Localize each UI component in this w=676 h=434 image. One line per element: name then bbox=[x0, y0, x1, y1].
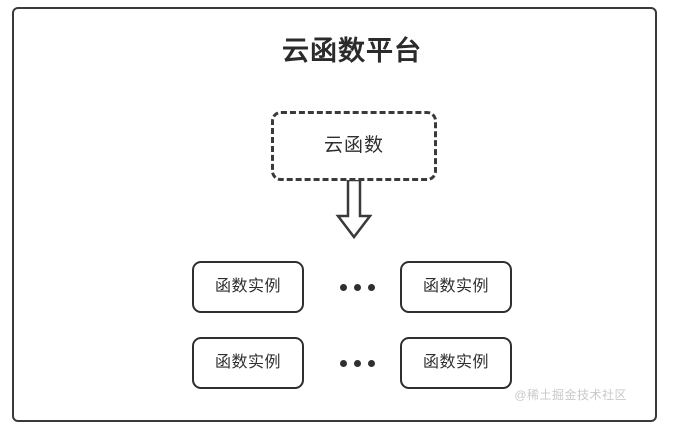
cloud-function-platform-container: 云函数平台 云函数 函数实例 函数实例 函数实例 bbox=[12, 7, 657, 422]
function-instance-box: 函数实例 bbox=[400, 261, 512, 313]
instance-row-1: 函数实例 函数实例 bbox=[14, 261, 676, 313]
cloud-function-label: 云函数 bbox=[323, 135, 384, 156]
function-instance-box: 函数实例 bbox=[192, 261, 304, 313]
ellipsis-dots-icon bbox=[325, 261, 389, 313]
instance-row-2: 函数实例 函数实例 bbox=[14, 337, 676, 389]
function-instance-label: 函数实例 bbox=[422, 278, 489, 295]
ellipsis-dots-icon bbox=[325, 337, 389, 389]
function-instance-box: 函数实例 bbox=[192, 337, 304, 389]
dot-2 bbox=[353, 359, 361, 367]
function-instance-box: 函数实例 bbox=[400, 337, 512, 389]
dot-3 bbox=[367, 283, 375, 291]
page-title: 云函数平台 bbox=[282, 36, 422, 66]
function-instance-label: 函数实例 bbox=[422, 354, 489, 371]
dot-1 bbox=[339, 283, 347, 291]
watermark: @稀土掘金技术社区 bbox=[514, 388, 627, 402]
dot-1 bbox=[339, 359, 347, 367]
function-instance-label: 函数实例 bbox=[214, 354, 281, 371]
cloud-function-node: 云函数 bbox=[271, 111, 437, 181]
arrow-down-block-icon bbox=[333, 180, 375, 240]
function-instance-label: 函数实例 bbox=[214, 278, 281, 295]
dot-2 bbox=[353, 283, 361, 291]
dot-3 bbox=[367, 359, 375, 367]
